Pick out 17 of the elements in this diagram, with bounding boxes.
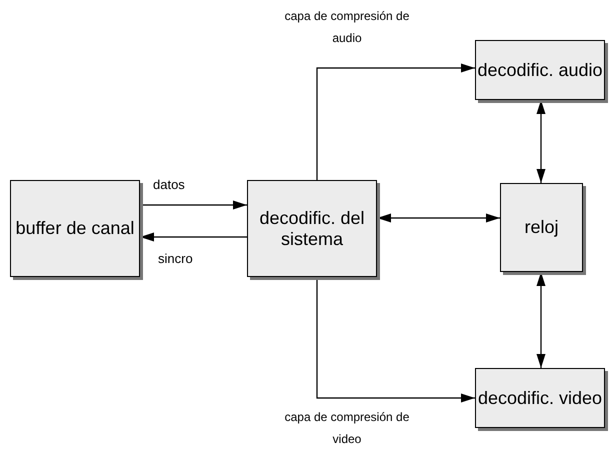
box-label: buffer de canal [16, 218, 134, 239]
box-label: decodific. del sistema [258, 208, 366, 250]
box-label: decodific. audio [477, 60, 603, 80]
arrow [536, 272, 546, 368]
arrow [140, 200, 247, 210]
arrow [536, 100, 546, 183]
process-box [10, 180, 140, 277]
box-label: decodific. video [478, 388, 602, 408]
arrow [140, 232, 247, 242]
process-box [475, 368, 605, 428]
process-box [247, 180, 377, 277]
process-box [500, 183, 583, 272]
arrow [377, 214, 500, 222]
process-box [475, 40, 605, 100]
arrow [316, 64, 475, 180]
box-label: reloj [524, 217, 558, 238]
arrow [316, 277, 475, 402]
